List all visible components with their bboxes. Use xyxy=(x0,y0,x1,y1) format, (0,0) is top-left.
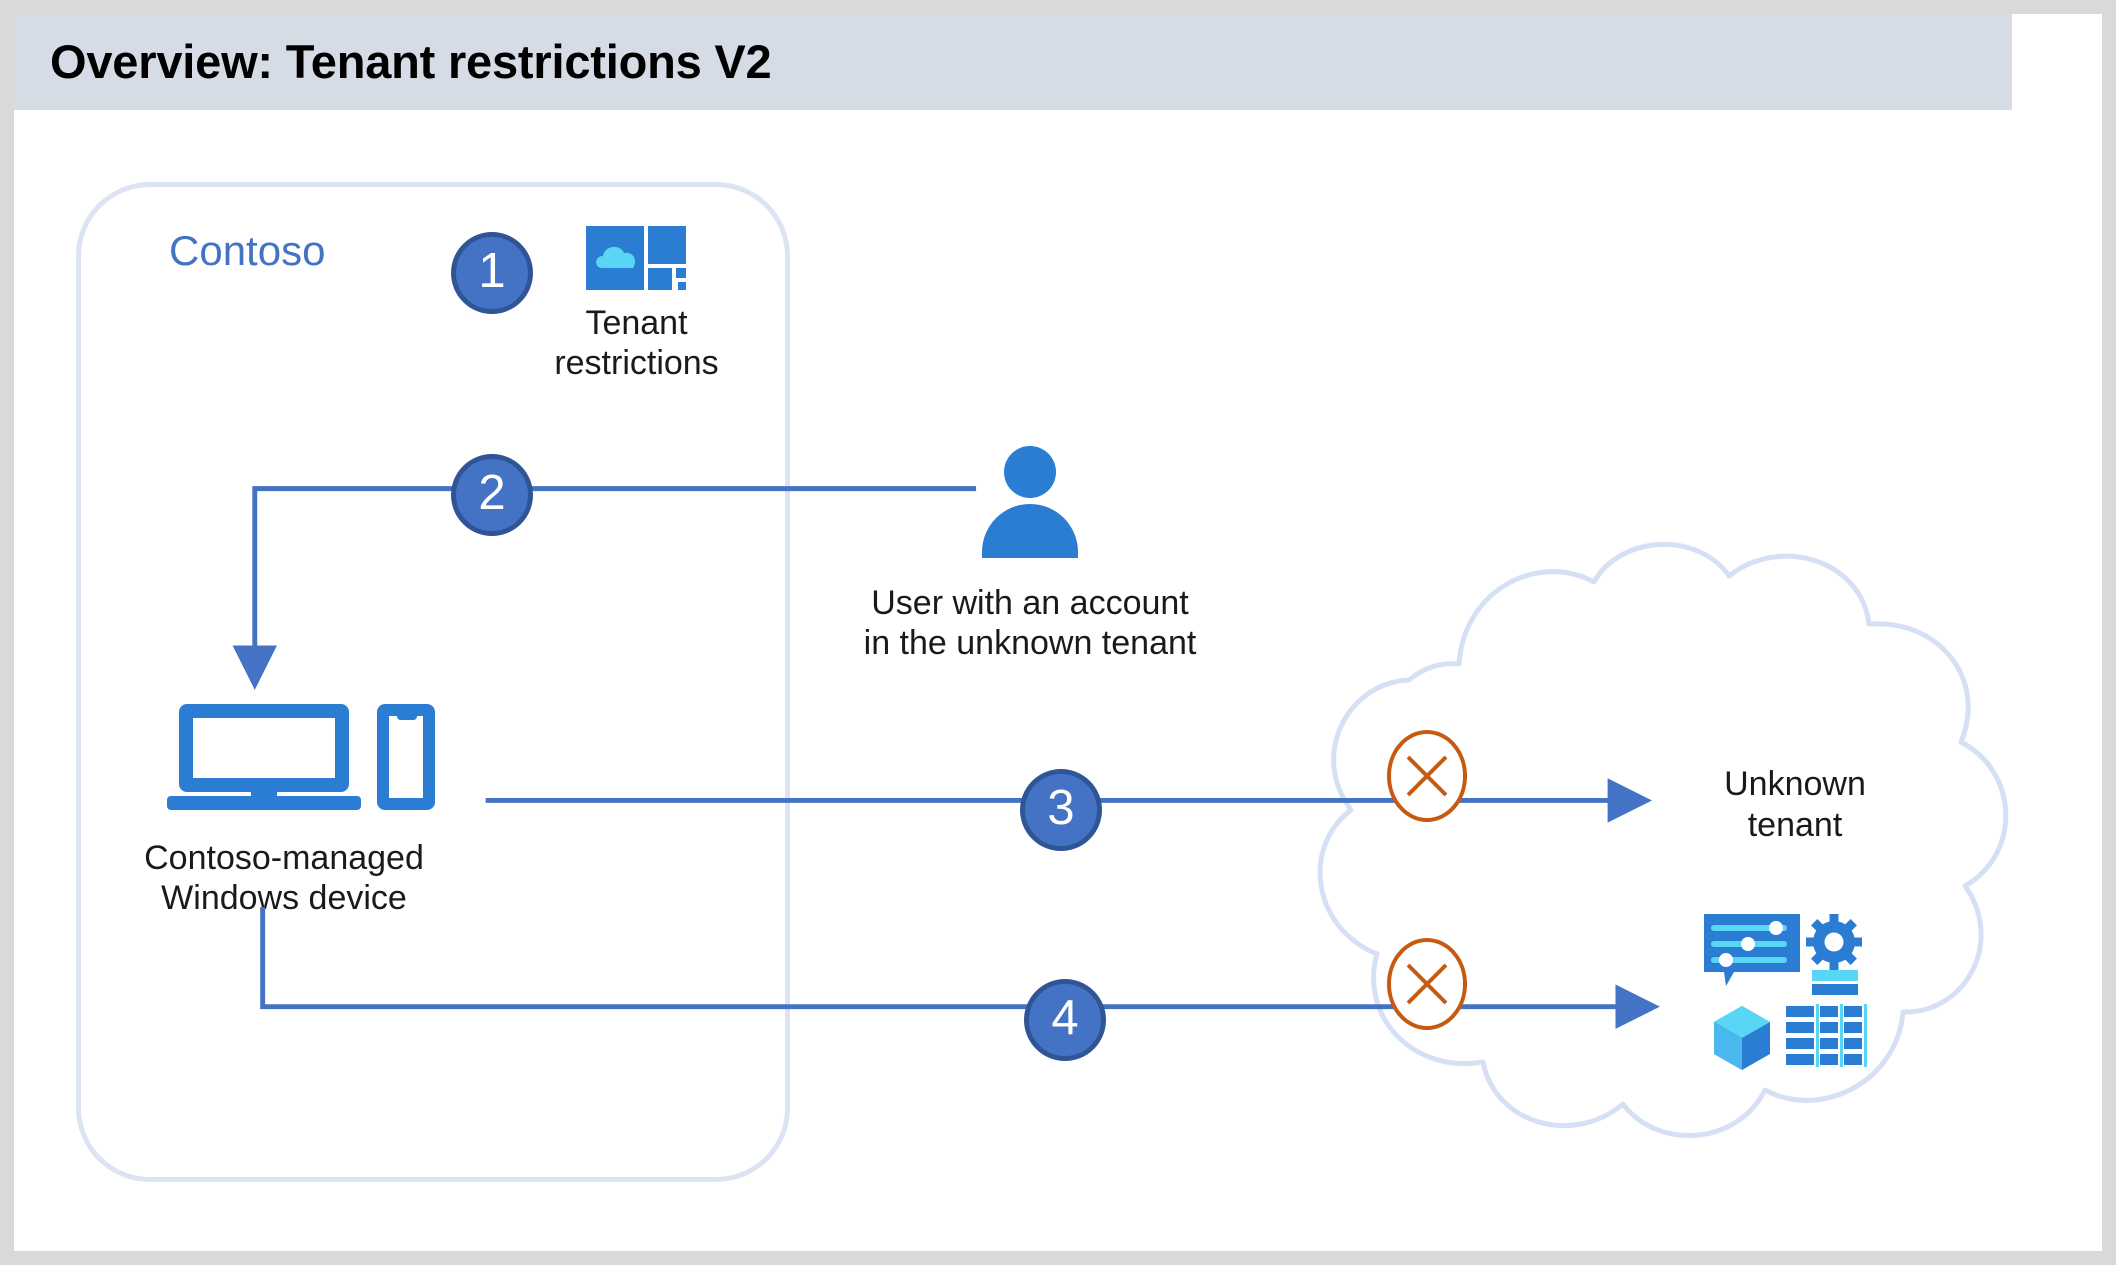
user-person-icon xyxy=(982,446,1078,558)
user-body xyxy=(982,504,1078,558)
cloud-apps-cluster-icon xyxy=(1704,914,1867,1070)
contoso-label: Contoso xyxy=(169,227,326,274)
laptop-and-phone-icon xyxy=(167,704,439,814)
phone-speaker xyxy=(397,713,417,720)
tenant-restrictions-icon xyxy=(586,226,686,290)
laptop-icon xyxy=(179,704,349,792)
step-badge-1: 1 xyxy=(451,232,533,314)
page-title: Overview: Tenant restrictions V2 xyxy=(50,35,772,88)
laptop-base xyxy=(167,796,361,810)
phone-icon xyxy=(377,704,435,810)
step-badge-3: 3 xyxy=(1020,769,1102,851)
blocked-x-icon-4 xyxy=(1387,938,1467,1030)
step-badge-2: 2 xyxy=(451,454,533,536)
device-label: Contoso-managed Windows device xyxy=(144,839,424,917)
user-head xyxy=(1004,446,1056,498)
user-label: User with an account in the unknown tena… xyxy=(863,584,1197,662)
tenant-restrictions-label: Tenant restrictions xyxy=(554,304,719,382)
diagram-inner: Overview: Tenant restrictions V2 Contoso… xyxy=(14,14,2102,1251)
cloud-outline-icon xyxy=(1317,542,2009,1139)
unknown-tenant-label: Unknown tenant xyxy=(1724,765,1866,844)
step-badge-4: 4 xyxy=(1024,979,1106,1061)
contoso-boundary-box xyxy=(76,182,790,1182)
title-bar: Overview: Tenant restrictions V2 xyxy=(14,14,2012,110)
blocked-x-icon-3 xyxy=(1387,730,1467,822)
